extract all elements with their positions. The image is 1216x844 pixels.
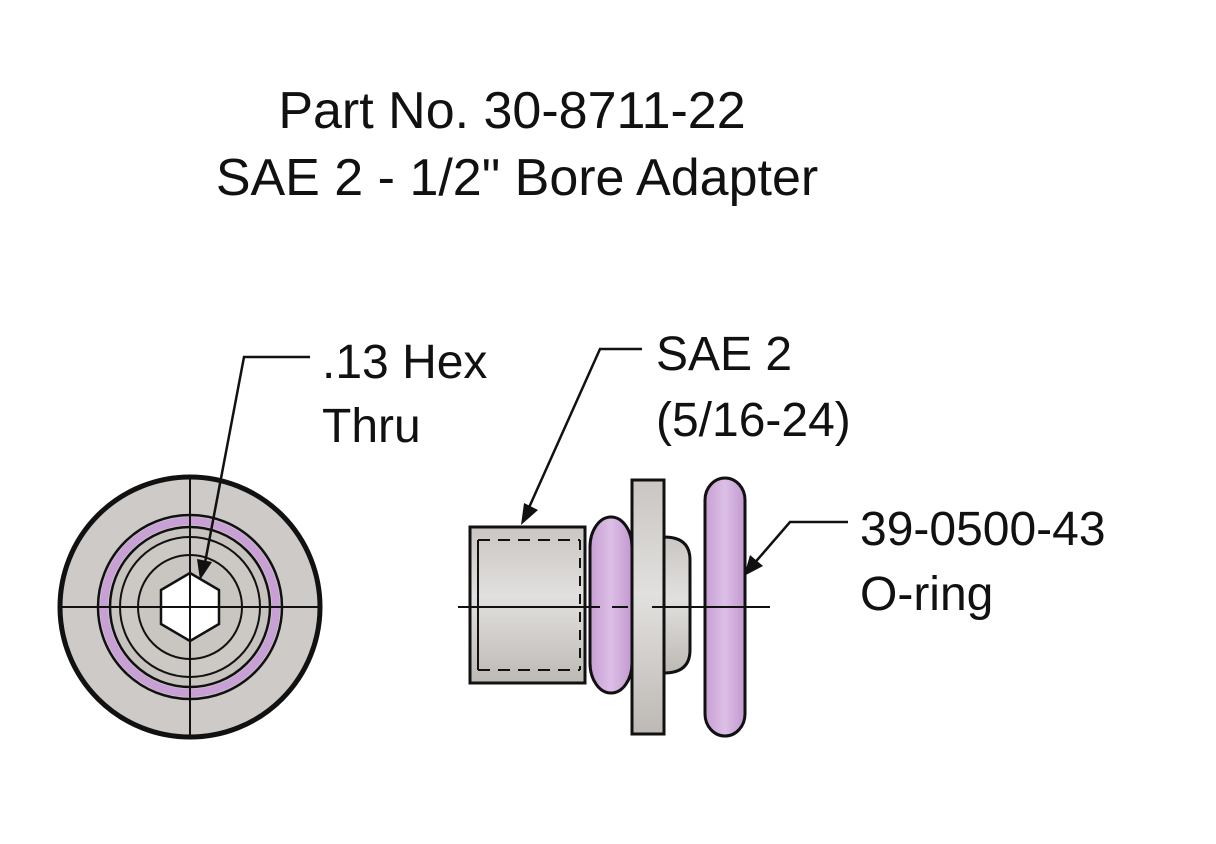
side-view [458,476,770,738]
hex-callout-line2: Thru [322,400,421,453]
oring-callout-line1: 39-0500-43 [860,503,1106,556]
thread-callout-line2: (5/16-24) [656,394,851,447]
title-part-number: Part No. 30-8711-22 [278,82,745,140]
oring-inner [588,515,634,695]
hex-leader [197,355,310,580]
oring-leader-line [751,520,848,567]
thread-leader-arrow [521,503,538,525]
title-description: SAE 2 - 1/2" Bore Adapter [216,149,818,207]
end-view [57,474,323,740]
oring-leader [744,520,848,576]
flange-hub [662,535,692,675]
oring-leader-arrow [744,555,763,576]
thread-leader [521,347,642,525]
hex-leader-arrow [197,559,212,580]
oring-callout-line2: O-ring [860,568,993,621]
hex-callout-line1: .13 Hex [322,336,487,389]
thread-callout-line1: SAE 2 [656,328,792,381]
thread-leader-line [525,347,642,513]
threaded-body [468,525,587,685]
hex-leader-line [202,355,310,569]
